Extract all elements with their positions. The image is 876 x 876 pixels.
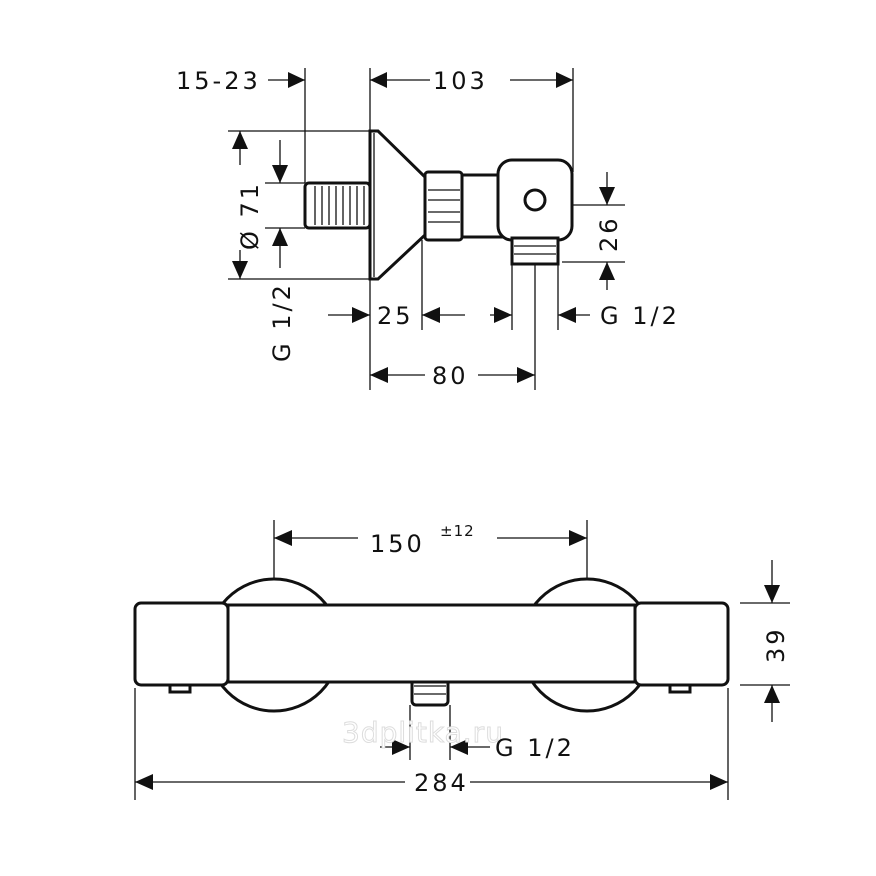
dim-depth-label: 103 [433, 67, 488, 95]
extension-lines [228, 68, 625, 390]
thermostat-body [133, 577, 730, 713]
dim-diameter-label: Ø 71 [236, 181, 264, 250]
dim-outlet-thread-label: G 1/2 [600, 302, 680, 330]
dim-offset-label: 25 [377, 302, 414, 330]
dim-total-depth-label: 80 [432, 362, 469, 390]
side-view: 15-23 103 Ø 71 G 1/2 25 G 1/2 80 26 [176, 67, 680, 390]
dim-centers-tolerance: ±12 [440, 522, 475, 540]
front-view: 3dplitka.ru 150 ±12 39 G 1/2 284 [133, 520, 790, 800]
dim-width-label: 284 [414, 769, 469, 797]
dim-height-label: 39 [762, 626, 790, 663]
watermark: 3dplitka.ru [342, 716, 504, 749]
right-handle [633, 601, 730, 687]
arrowheads [135, 530, 780, 790]
dim-height-label: 26 [595, 215, 623, 252]
dim-outlet-thread-label: G 1/2 [495, 734, 575, 762]
dim-projection-label: 15-23 [176, 67, 261, 95]
dim-wall-thread-label: G 1/2 [268, 282, 296, 362]
body-center [226, 603, 637, 684]
extension-lines [134, 520, 790, 800]
arrowheads [232, 72, 615, 383]
left-handle [133, 601, 230, 687]
wall-connector [303, 129, 574, 281]
dim-centers-label: 150 [370, 530, 425, 558]
